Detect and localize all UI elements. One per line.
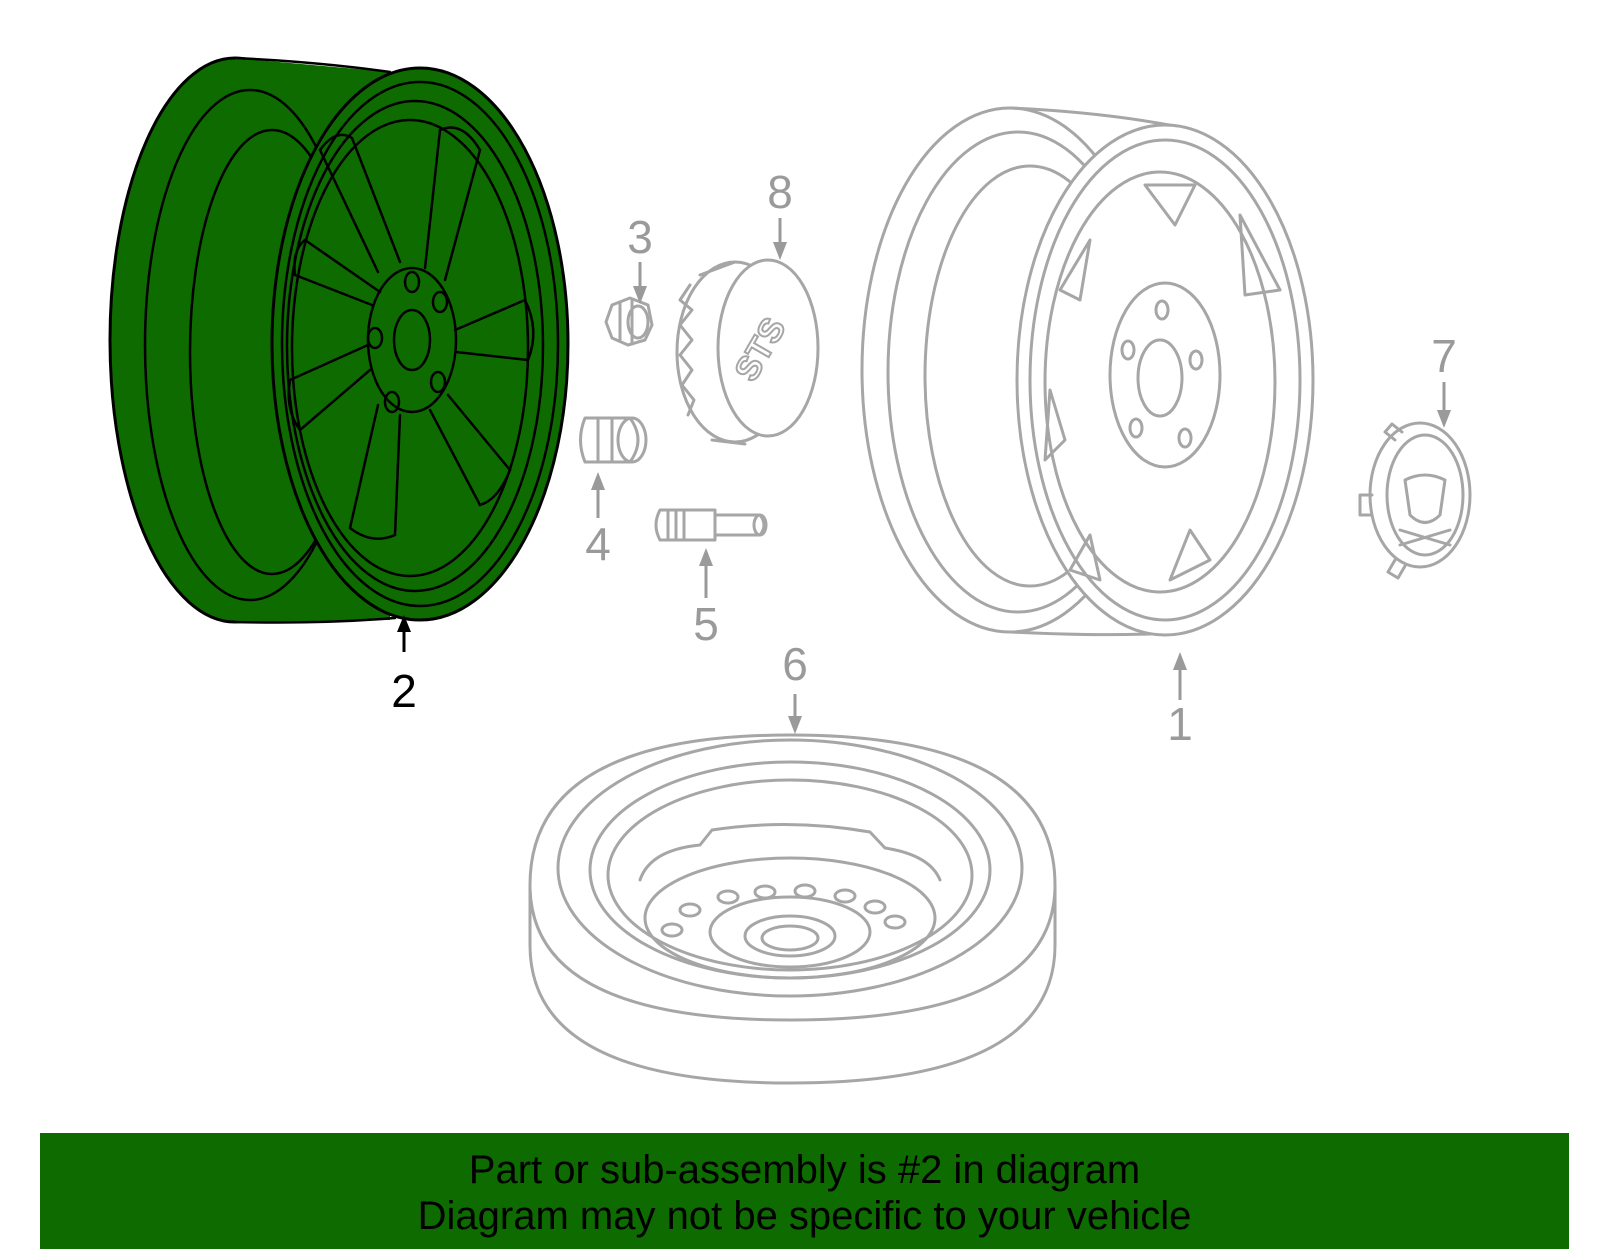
arrowhead-1	[1173, 652, 1187, 670]
callout-7[interactable]: 7	[1431, 330, 1457, 382]
callout-4[interactable]: 4	[585, 518, 611, 570]
wheel-part-2-highlighted[interactable]	[108, 56, 570, 624]
arrowhead-7	[1437, 410, 1451, 428]
arrowhead-4	[591, 472, 605, 490]
banner-line-disclaimer: Diagram may not be specific to your vehi…	[417, 1194, 1192, 1238]
info-banner: Part or sub-assembly is #2 in diagram Di…	[40, 1133, 1569, 1249]
callout-2[interactable]: 2	[391, 665, 417, 717]
callout-3[interactable]: 3	[627, 211, 653, 263]
lug-nut-part-3[interactable]	[604, 296, 654, 347]
callout-arrows	[397, 218, 1451, 734]
wheel-part-1[interactable]	[860, 106, 1315, 637]
center-cap-sts-part-8[interactable]: STS	[675, 258, 820, 446]
callout-5[interactable]: 5	[693, 598, 719, 650]
callout-8[interactable]: 8	[767, 166, 793, 218]
callout-1[interactable]: 1	[1167, 698, 1193, 750]
arrowhead-5	[699, 548, 713, 566]
arrowhead-6	[788, 716, 802, 734]
spare-wheel-part-6[interactable]	[528, 733, 1057, 1085]
arrowhead-8	[773, 242, 787, 260]
valve-stem-part-5[interactable]	[654, 508, 768, 542]
arrowhead-3	[633, 286, 647, 304]
center-cap-crest-part-7[interactable]	[1358, 421, 1472, 580]
callout-6[interactable]: 6	[782, 638, 808, 690]
lug-nut-cap-part-4[interactable]	[579, 416, 648, 464]
arrowhead-2	[397, 615, 411, 632]
banner-line-part-number: Part or sub-assembly is #2 in diagram	[468, 1148, 1141, 1192]
callout-labels: 2 1 3 4 5 6 7 8	[391, 166, 1457, 750]
